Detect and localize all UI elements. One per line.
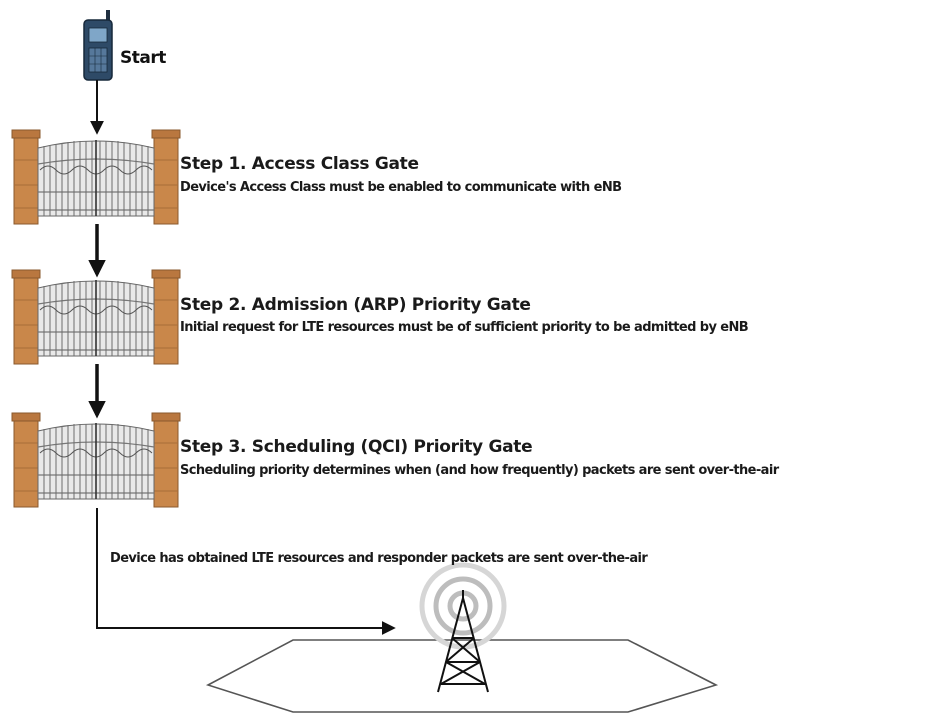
cell-tower-icon bbox=[437, 590, 489, 693]
start-label: Start bbox=[120, 48, 166, 68]
gate-icon-step2 bbox=[11, 269, 181, 365]
step1-title: Step 1. Access Class Gate bbox=[180, 154, 419, 174]
coverage-area bbox=[205, 639, 719, 713]
final-label: Device has obtained LTE resources and re… bbox=[110, 551, 648, 566]
radio-waves-icon bbox=[419, 562, 507, 650]
gate-icon-step3 bbox=[11, 412, 181, 508]
step2-description: Initial request for LTE resources must b… bbox=[180, 320, 749, 335]
step3-title: Step 3. Scheduling (QCI) Priority Gate bbox=[180, 437, 533, 457]
arrow-step3-to-tower bbox=[96, 508, 396, 635]
mobile-phone-icon bbox=[83, 10, 113, 81]
gate-icon-step1 bbox=[11, 129, 181, 225]
step3-description: Scheduling priority determines when (and… bbox=[180, 463, 779, 478]
step2-title: Step 2. Admission (ARP) Priority Gate bbox=[180, 295, 531, 315]
step1-description: Device's Access Class must be enabled to… bbox=[180, 180, 622, 195]
